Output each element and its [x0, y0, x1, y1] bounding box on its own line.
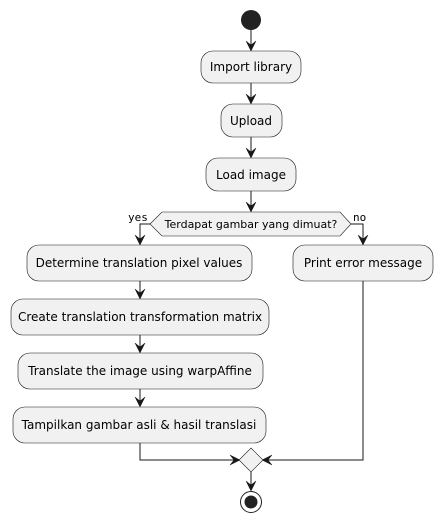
action-determine-label: Determine translation pixel values: [36, 256, 243, 270]
branch-no-label: no: [353, 211, 366, 224]
action-import-library: Import library: [200, 50, 302, 84]
branch-yes-label: yes: [128, 211, 148, 224]
action-load-image: Load image: [205, 157, 297, 192]
action-show-label: Tampilkan gambar asli & hasil translasi: [21, 418, 257, 432]
arrow-merge-left: [229, 454, 241, 466]
action-import-label: Import library: [210, 60, 292, 74]
arrow-load: [245, 147, 257, 159]
action-upload-label: Upload: [230, 114, 272, 128]
arrow-merge-right: [261, 454, 273, 466]
arrow-decision: [245, 201, 257, 213]
arrow-show: [134, 396, 146, 408]
arrow-import: [245, 40, 257, 52]
action-upload: Upload: [220, 103, 283, 138]
action-load-label: Load image: [216, 168, 286, 182]
action-translate-image: Translate the image using warpAffine: [17, 352, 264, 390]
start-node: [241, 10, 261, 30]
arrow-create: [134, 288, 146, 300]
edge-yes-branch: [139, 223, 150, 239]
action-determine-translation: Determine translation pixel values: [26, 244, 253, 282]
edge-no-branch: [351, 223, 364, 239]
arrow-determine: [134, 234, 146, 246]
decision-question: Terdapat gambar yang dimuat?: [164, 218, 338, 231]
action-show-images: Tampilkan gambar asli & hasil translasi: [12, 406, 267, 444]
action-create-matrix-label: Create translation transformation matrix: [18, 310, 262, 324]
arrow-translate: [134, 342, 146, 354]
arrow-error: [357, 234, 369, 246]
edge-error-merge: [268, 281, 364, 461]
action-print-error: Print error message: [292, 244, 434, 282]
arrow-end: [245, 480, 257, 492]
arrow-upload: [245, 93, 257, 105]
decision-image-loaded: Terdapat gambar yang dimuat?: [149, 211, 352, 237]
edges: [134, 30, 369, 492]
end-node: [240, 491, 262, 513]
merge-diamond: [238, 447, 264, 473]
action-translate-label: Translate the image using warpAffine: [27, 364, 252, 378]
action-error-label: Print error message: [304, 256, 422, 270]
edge-show-merge: [139, 443, 234, 461]
action-create-matrix: Create translation transformation matrix: [10, 298, 270, 336]
